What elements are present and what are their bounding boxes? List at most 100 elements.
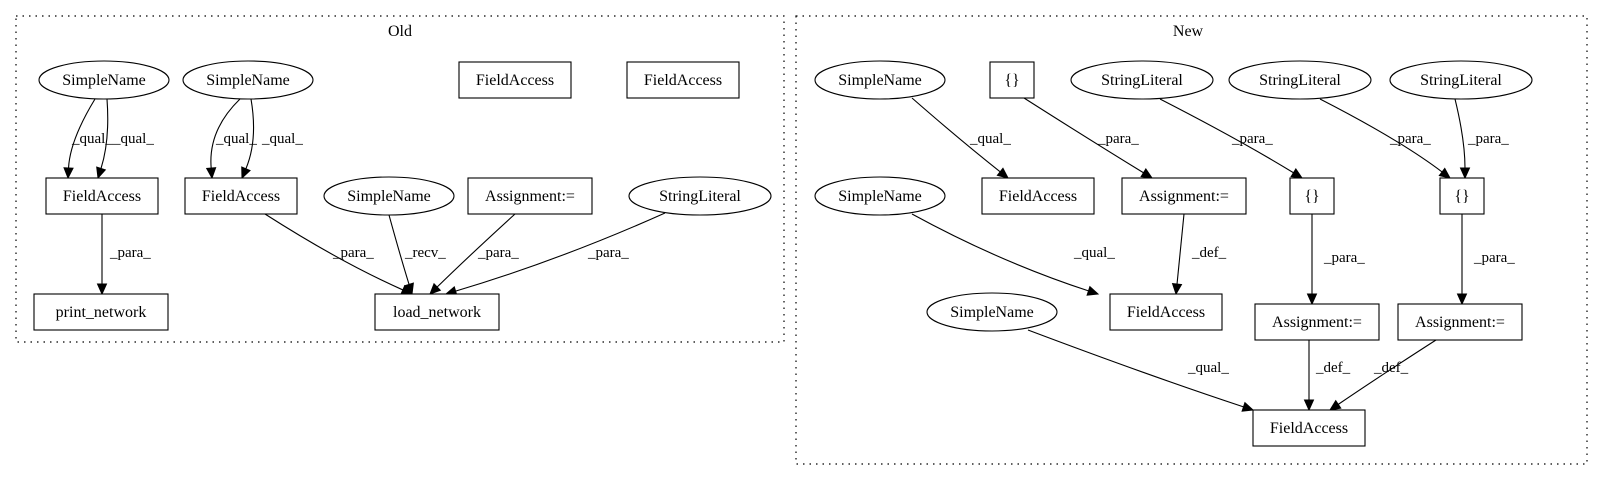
node-label: SimpleName [347,188,431,205]
node-o_assign: Assignment:= [467,177,593,215]
edge-n_str3-to-n_br3: _para_ [1454,98,1509,180]
arrowhead [205,167,217,180]
edge-o_sn2-to-o_fa2: _qual_ [241,98,303,180]
edge-line [1159,98,1294,174]
edge-o_sn1-to-o_fa1: _qual_ [63,98,113,180]
node-n_str3: StringLiteral [1389,60,1533,100]
edge-n_br3-to-n_assign3: _para_ [1456,213,1515,306]
edge-label: _qual_ [1187,360,1229,376]
node-box [626,61,740,99]
node-n_fa1: FieldAccess [981,177,1095,215]
node-ellipse [814,176,946,216]
arrowhead [1171,283,1183,296]
edge-label: _def_ [1191,245,1227,261]
node-ellipse [1389,60,1533,100]
arrowhead [1456,293,1468,306]
edge-line [210,98,241,169]
node-o_load: load_network [374,293,500,331]
node-n_sn1: SimpleName [814,60,946,100]
node-o_fa_top2: FieldAccess [626,61,740,99]
node-o_fa2: FieldAccess [184,177,298,215]
node-ellipse [1070,60,1214,100]
edge-n_sn2-to-n_fa2: _qual_ [911,213,1115,296]
edge-line [1454,98,1466,169]
edge-line [67,98,96,169]
edge-line [264,213,404,291]
edge-n_assign1-to-n_fa2: _def_ [1171,213,1227,296]
arrowhead [1140,168,1154,179]
arrowhead [1290,168,1304,179]
arrowhead [241,166,251,180]
node-label: Assignment:= [1415,314,1505,331]
node-label: SimpleName [206,72,290,89]
edge-o_assign-to-o_load: _para_ [429,213,519,295]
edge-label: _para_ [1389,131,1431,147]
edge-o_str-to-o_load: _para_ [444,212,666,297]
edge-label: _para_ [1473,250,1515,266]
node-ellipse [814,60,946,100]
node-label: print_network [56,304,147,321]
node-o_sn3: SimpleName [323,176,455,216]
edge-n_str1-to-n_br2: _para_ [1159,98,1304,179]
edge-line [388,214,410,285]
node-label: {} [1004,72,1019,89]
edge-o_sn1-to-o_fa1: _qual_ [96,98,154,180]
node-label: SimpleName [950,304,1034,321]
edge-line [455,212,666,292]
node-box [1252,409,1366,447]
node-label: Assignment:= [1139,188,1229,205]
arrowhead [1086,285,1100,296]
node-ellipse [38,60,170,100]
node-n_str1: StringLiteral [1070,60,1214,100]
node-box [1397,303,1523,341]
node-box [1289,177,1335,215]
edge-n_br1-to-n_assign1: _para_ [1023,97,1154,179]
node-box [33,293,169,331]
node-label: Assignment:= [1272,314,1362,331]
node-label: StringLiteral [659,188,741,205]
edge-label: _para_ [1323,250,1365,266]
node-label: StringLiteral [1101,72,1183,89]
edge-line [1027,329,1244,408]
edge-line [911,97,1001,173]
edge-line [1319,98,1443,173]
cluster-label-new: New [1173,23,1204,40]
edge-n_str2-to-n_br3: _para_ [1319,98,1451,179]
node-box [1121,177,1247,215]
node-n_fa2: FieldAccess [1109,293,1223,331]
edge-line [100,98,109,169]
node-n_assign1: Assignment:= [1121,177,1247,215]
edge-label: _para_ [587,245,629,261]
node-box [989,61,1035,99]
edge-label: _para_ [477,245,519,261]
edge-o_sn2-to-o_fa2: _qual_ [205,98,257,180]
edge-label: _qual_ [261,131,303,147]
edge-n_assign3-to-n_fa3: _def_ [1328,339,1437,411]
node-label: StringLiteral [1420,72,1502,89]
arrowhead [403,282,414,296]
node-label: FieldAccess [1127,304,1205,321]
edge-label: _qual_ [71,131,113,147]
node-o_fa_top1: FieldAccess [458,61,572,99]
node-ellipse [628,176,772,216]
node-ellipse [182,60,314,100]
node-label: {} [1454,188,1469,205]
edge-label: _qual_ [1073,245,1115,261]
edge-label: _para_ [109,245,151,261]
node-n_assign3: Assignment:= [1397,303,1523,341]
node-label: FieldAccess [1270,420,1348,437]
node-label: SimpleName [838,72,922,89]
arrowhead [1328,399,1342,411]
arrowhead [1459,167,1471,180]
node-label: Assignment:= [485,188,575,205]
node-n_assign2: Assignment:= [1254,303,1380,341]
node-label: load_network [393,304,481,321]
node-o_print: print_network [33,293,169,331]
edge-o_fa1-to-o_print: _para_ [96,214,151,296]
arrowhead [96,166,107,180]
cluster-old [15,15,785,343]
edge-n_sn1-to-n_fa1: _qual_ [911,97,1011,179]
node-n_br1: {} [989,61,1035,99]
node-o_str: StringLiteral [628,176,772,216]
